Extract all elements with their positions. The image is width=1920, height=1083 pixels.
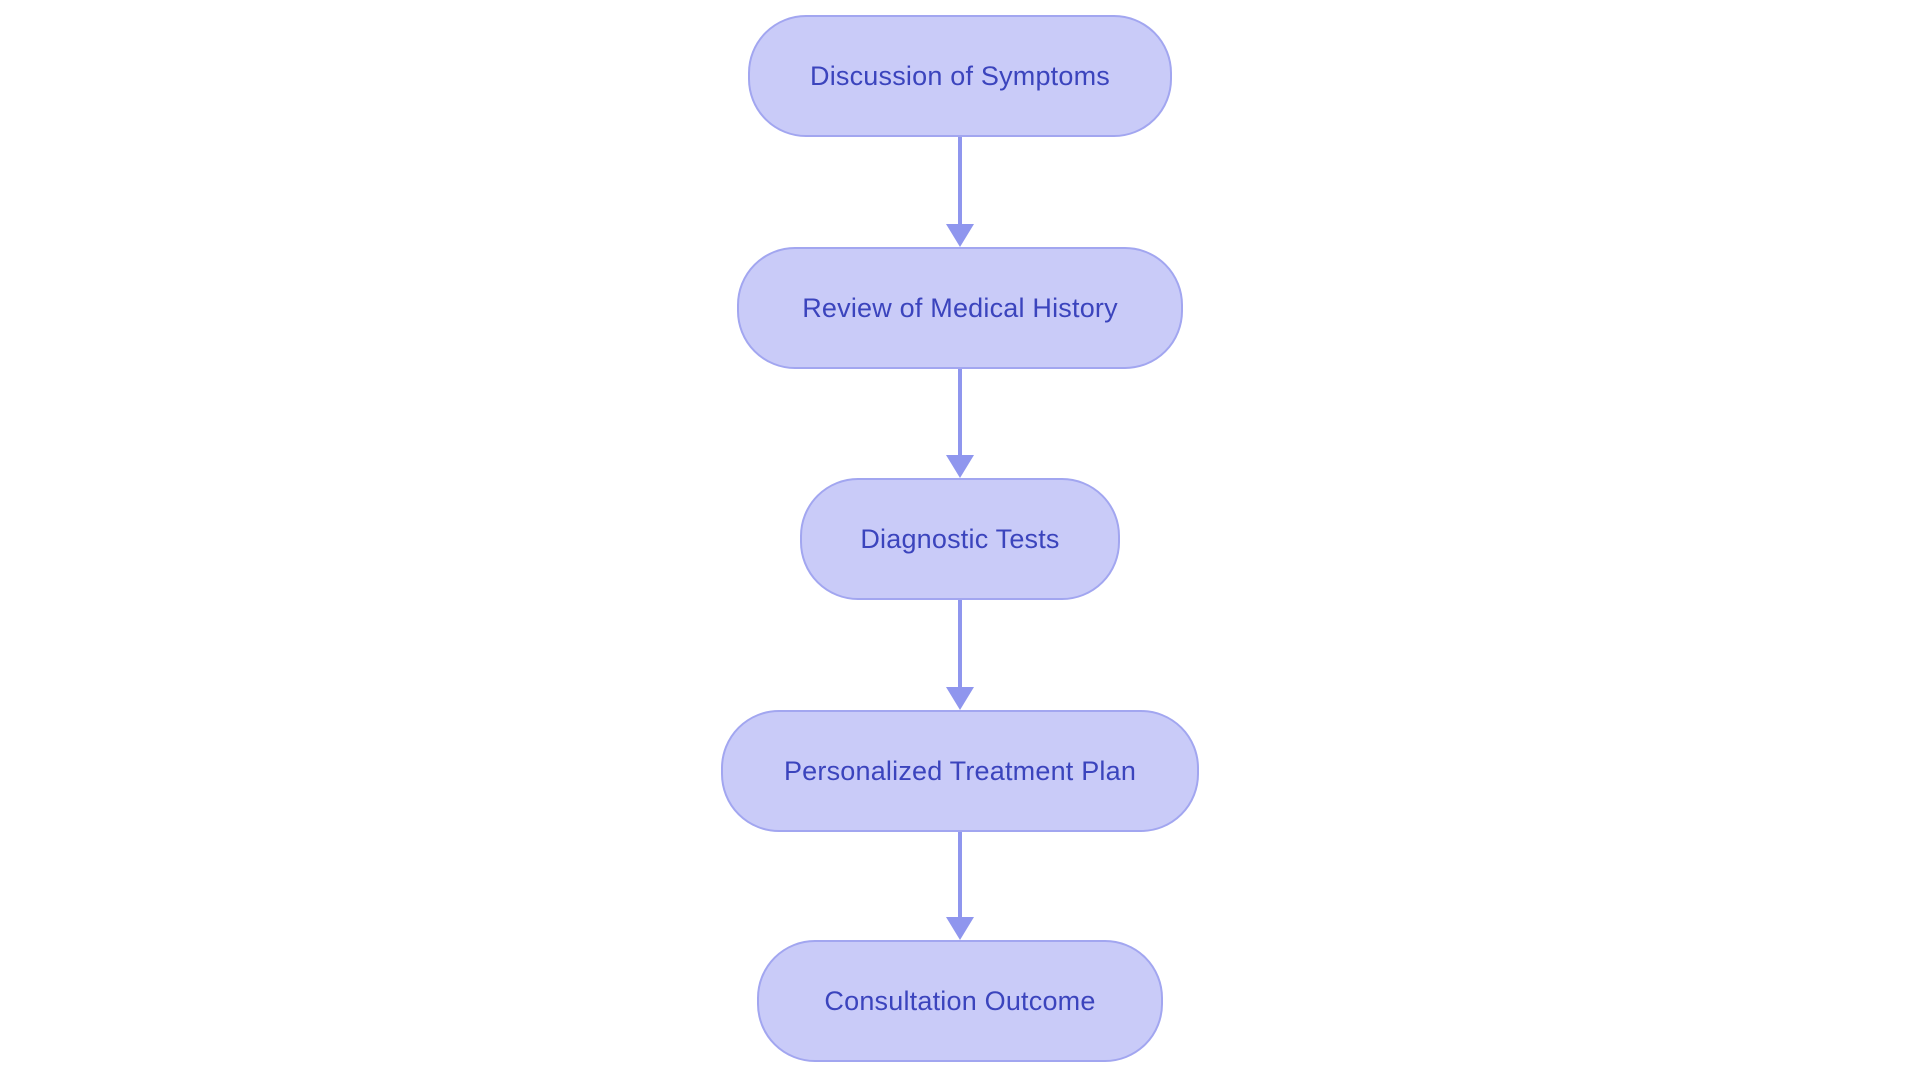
node-label: Diagnostic Tests [860,523,1060,554]
flowchart-node-discussion-of-symptoms: Discussion of Symptoms [748,15,1172,137]
node-label: Personalized Treatment Plan [783,755,1137,786]
arrow-line [958,369,962,455]
node-label: Discussion of Symptoms [810,60,1110,91]
node-label: Consultation Outcome [824,985,1096,1016]
flowchart-node-diagnostic-tests: Diagnostic Tests [800,478,1120,600]
flowchart-node-review-of-medical-history: Review of Medical History [737,247,1183,369]
flow-arrow-1 [946,137,974,247]
arrow-head-icon [946,455,974,478]
flow-arrow-3 [946,600,974,710]
arrow-line [958,600,962,687]
flowchart-node-personalized-treatment-plan: Personalized Treatment Plan [721,710,1199,832]
arrow-head-icon [946,687,974,710]
flow-arrow-4 [946,832,974,940]
arrow-head-icon [946,224,974,247]
arrow-line [958,832,962,917]
arrow-line [958,137,962,224]
flow-arrow-2 [946,369,974,478]
arrow-head-icon [946,917,974,940]
flowchart-node-consultation-outcome: Consultation Outcome [757,940,1163,1062]
node-label: Review of Medical History [802,292,1118,323]
